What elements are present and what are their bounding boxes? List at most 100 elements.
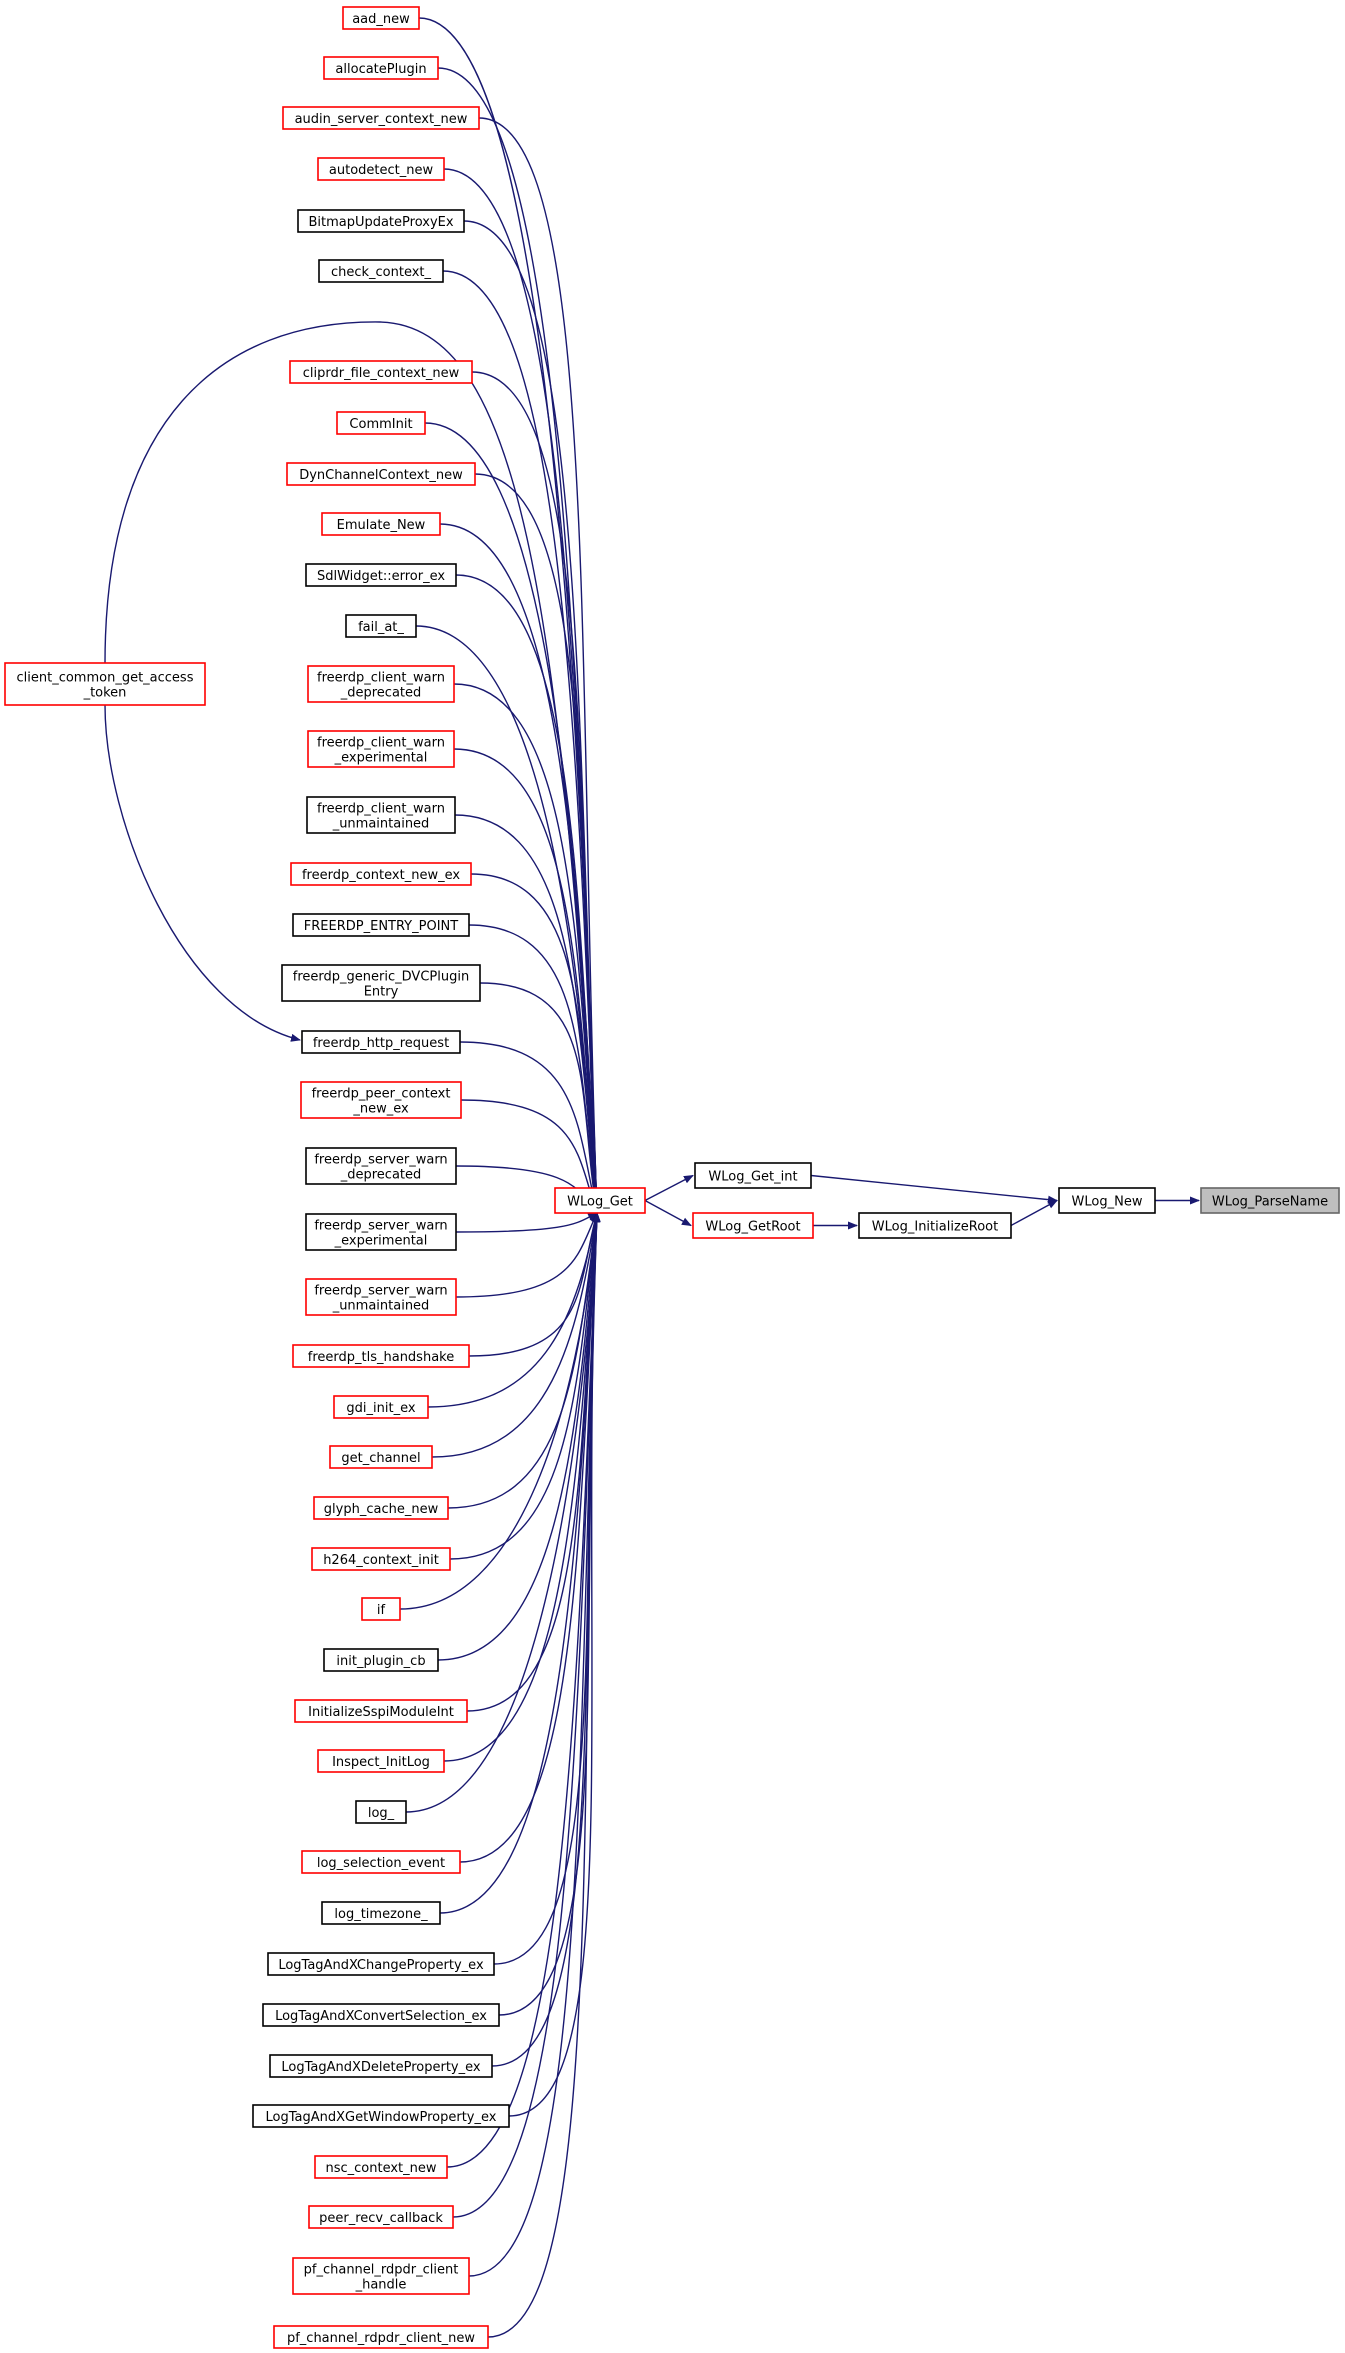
node-box (305, 563, 457, 587)
node-client_common_get_access_token[interactable]: client_common_get_access_token (4, 662, 206, 706)
node-box (273, 2325, 489, 2349)
node-allocatePlugin[interactable]: allocatePlugin (323, 56, 439, 80)
node-label: InitializeSspiModuleInt (308, 1705, 454, 1720)
node-pf_channel_rdpdr_client_handle[interactable]: pf_channel_rdpdr_client_handle (292, 2257, 470, 2295)
edge-log_-to-WLog_Get (405, 1212, 601, 1813)
node-label: freerdp_client_warn (317, 802, 445, 817)
node-WLog_InitializeRoot[interactable]: WLog_InitializeRoot (858, 1212, 1012, 1239)
edge-pf_channel_rdpdr_client_handle-to-WLog_Get (468, 1212, 601, 2277)
node-init_plugin_cb[interactable]: init_plugin_cb (323, 1648, 439, 1672)
node-audin_server_context_new[interactable]: audin_server_context_new (282, 106, 480, 130)
node-LogTagAndXChangeProperty_ex[interactable]: LogTagAndXChangeProperty_ex (267, 1952, 495, 1976)
node-DynChannelContext_new[interactable]: DynChannelContext_new (286, 462, 476, 486)
node-log_[interactable]: log_ (355, 1800, 407, 1824)
node-InitializeSspiModuleInt[interactable]: InitializeSspiModuleInt (294, 1699, 468, 1723)
node-fail_at_[interactable]: fail_at_ (345, 614, 417, 638)
node-freerdp_tls_handshake[interactable]: freerdp_tls_handshake (292, 1344, 470, 1368)
node-freerdp_client_warn_experimental[interactable]: freerdp_client_warn_experimental (307, 730, 455, 768)
node-box (317, 1749, 445, 1773)
node-check_context_[interactable]: check_context_ (318, 259, 444, 283)
node-label: log_timezone_ (334, 1907, 428, 1922)
edge-WLog_InitializeRoot-to-WLog_New (1010, 1199, 1058, 1227)
node-box (321, 512, 441, 536)
node-freerdp_peer_context_new_ex[interactable]: freerdp_peer_context_new_ex (300, 1081, 462, 1119)
edge-LogTagAndXDeleteProperty_ex-to-WLog_Get (491, 1212, 601, 2067)
node-gdi_init_ex[interactable]: gdi_init_ex (333, 1395, 429, 1419)
node-WLog_Get[interactable]: WLog_Get (554, 1187, 646, 1214)
edge-Inspect_InitLog-to-WLog_Get (443, 1212, 601, 1762)
node-box (333, 1395, 429, 1419)
node-label: WLog_Get (567, 1195, 633, 1210)
node-label: _handle (355, 2278, 407, 2293)
node-SdlWidget_error_ex[interactable]: SdlWidget::error_ex (305, 563, 457, 587)
node-glyph_cache_new[interactable]: glyph_cache_new (313, 1496, 449, 1520)
node-WLog_Get_int[interactable]: WLog_Get_int (694, 1162, 812, 1189)
node-box (323, 1648, 439, 1672)
node-label: LogTagAndXConvertSelection_ex (275, 2009, 487, 2024)
node-LogTagAndXDeleteProperty_ex[interactable]: LogTagAndXDeleteProperty_ex (269, 2054, 493, 2078)
node-LogTagAndXGetWindowProperty_ex[interactable]: LogTagAndXGetWindowProperty_ex (252, 2104, 510, 2128)
node-peer_recv_callback[interactable]: peer_recv_callback (308, 2205, 454, 2229)
edge-init_plugin_cb-to-WLog_Get (437, 1212, 601, 1661)
edge-freerdp_server_warn_experimental-to-WLog_Get (455, 1212, 598, 1233)
node-freerdp_context_new_ex[interactable]: freerdp_context_new_ex (290, 862, 472, 886)
edge-freerdp_generic_DVCPluginEntry-to-WLog_Get (479, 982, 600, 1214)
node-autodetect_new[interactable]: autodetect_new (317, 157, 445, 181)
node-freerdp_client_warn_deprecated[interactable]: freerdp_client_warn_deprecated (307, 665, 455, 703)
node-box (1058, 1187, 1156, 1214)
node-label: client_common_get_access (17, 671, 194, 686)
node-box (317, 157, 445, 181)
node-box (292, 2257, 470, 2295)
node-log_selection_event[interactable]: log_selection_event (301, 1850, 461, 1874)
edge-check_context_-to-WLog_Get (442, 270, 601, 1214)
node-label: CommInit (349, 417, 412, 432)
node-freerdp_server_warn_experimental[interactable]: freerdp_server_warn_experimental (305, 1213, 457, 1251)
node-label: LogTagAndXGetWindowProperty_ex (266, 2110, 497, 2125)
edge-gdi_init_ex-to-WLog_Get (427, 1212, 600, 1408)
node-freerdp_server_warn_deprecated[interactable]: freerdp_server_warn_deprecated (305, 1147, 457, 1185)
node-label: nsc_context_new (325, 2161, 436, 2176)
node-box (305, 1278, 457, 1316)
node-Inspect_InitLog[interactable]: Inspect_InitLog (317, 1749, 445, 1773)
edge-WLog_Get-to-WLog_Get_int (644, 1174, 694, 1202)
node-freerdp_server_warn_unmaintained[interactable]: freerdp_server_warn_unmaintained (305, 1278, 457, 1316)
node-freerdp_http_request[interactable]: freerdp_http_request (301, 1030, 461, 1054)
edge-WLog_Get_int-to-WLog_New (810, 1174, 1058, 1204)
node-nsc_context_new[interactable]: nsc_context_new (314, 2155, 448, 2179)
node-if[interactable]: if (361, 1597, 401, 1621)
edge-freerdp_client_warn_deprecated-to-WLog_Get (453, 683, 601, 1214)
node-WLog_GetRoot[interactable]: WLog_GetRoot (692, 1212, 814, 1239)
edge-LogTagAndXConvertSelection_ex-to-WLog_Get (498, 1212, 601, 2016)
node-box (269, 2054, 493, 2078)
node-box (289, 360, 473, 384)
node-box (294, 1699, 468, 1723)
node-aad_new[interactable]: aad_new (342, 6, 420, 30)
node-label: WLog_Get_int (708, 1170, 797, 1185)
node-box (355, 1800, 407, 1824)
node-box (329, 1445, 433, 1469)
node-BitmapUpdateProxyEx[interactable]: BitmapUpdateProxyEx (297, 209, 465, 233)
node-box (4, 662, 206, 706)
node-label: fail_at_ (358, 620, 404, 635)
node-WLog_New[interactable]: WLog_New (1058, 1187, 1156, 1214)
node-label: get_channel (341, 1451, 420, 1466)
node-box (301, 1030, 461, 1054)
node-cliprdr_file_context_new[interactable]: cliprdr_file_context_new (289, 360, 473, 384)
node-label: freerdp_http_request (313, 1036, 449, 1051)
node-box (305, 1213, 457, 1251)
node-log_timezone_[interactable]: log_timezone_ (321, 1901, 441, 1925)
node-label: freerdp_peer_context (312, 1087, 451, 1102)
node-CommInit[interactable]: CommInit (336, 411, 426, 435)
node-freerdp_client_warn_unmaintained[interactable]: freerdp_client_warn_unmaintained (306, 796, 456, 834)
node-label: _experimental (334, 751, 428, 766)
node-pf_channel_rdpdr_client_new[interactable]: pf_channel_rdpdr_client_new (273, 2325, 489, 2349)
node-LogTagAndXConvertSelection_ex[interactable]: LogTagAndXConvertSelection_ex (262, 2003, 500, 2027)
node-Emulate_New[interactable]: Emulate_New (321, 512, 441, 536)
node-get_channel[interactable]: get_channel (329, 1445, 433, 1469)
node-h264_context_init[interactable]: h264_context_init (311, 1547, 451, 1571)
node-label: Inspect_InitLog (332, 1755, 430, 1770)
node-label: freerdp_client_warn (317, 736, 445, 751)
node-FREERDP_ENTRY_POINT[interactable]: FREERDP_ENTRY_POINT (292, 913, 470, 937)
